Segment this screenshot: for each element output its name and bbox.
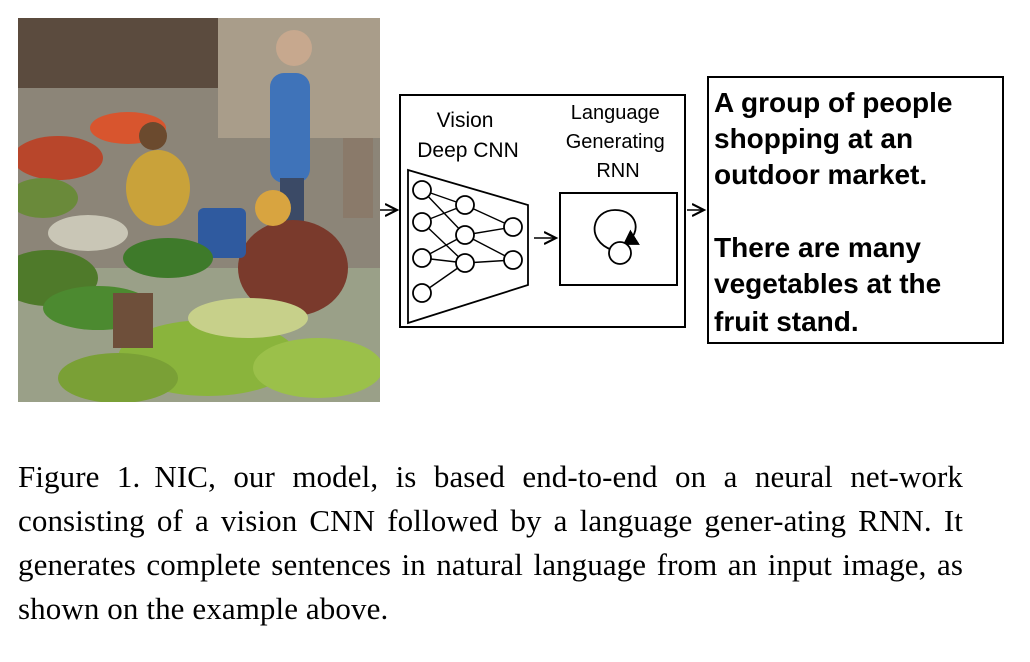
- cnn-node: [455, 253, 475, 273]
- rnn-node: [608, 241, 632, 265]
- rnn-loop-icon: [593, 209, 640, 251]
- cnn-nodes: [412, 180, 523, 303]
- cnn-node: [412, 248, 432, 268]
- figure-caption: Figure 1.NIC, our model, is based end-to…: [18, 455, 963, 631]
- cnn-node: [412, 180, 432, 200]
- nic-diagram: Vision Deep CNN: [380, 75, 1010, 345]
- cnn-node: [503, 217, 523, 237]
- language-rnn-label: Language Generating RNN: [566, 102, 671, 182]
- cnn-node: [455, 195, 475, 215]
- model-box: [399, 94, 686, 328]
- cnn-node: [412, 283, 432, 303]
- figure-label: Figure 1.: [18, 459, 141, 494]
- output-sentence-2: There are many vegetables at the fruit s…: [714, 232, 949, 337]
- market-photo: [18, 18, 380, 402]
- rnn-box: [559, 192, 678, 286]
- cnn-node: [503, 250, 523, 270]
- cnn-trapezoid-icon: [407, 168, 529, 325]
- vision-cnn-label: Vision Deep CNN: [417, 109, 519, 162]
- output-sentence-1: A group of people shopping at an outdoor…: [714, 87, 960, 190]
- caption-body: NIC, our model, is based end-to-end on a…: [18, 459, 963, 626]
- cnn-node: [412, 212, 432, 232]
- cnn-node: [455, 225, 475, 245]
- output-box: [707, 76, 1004, 344]
